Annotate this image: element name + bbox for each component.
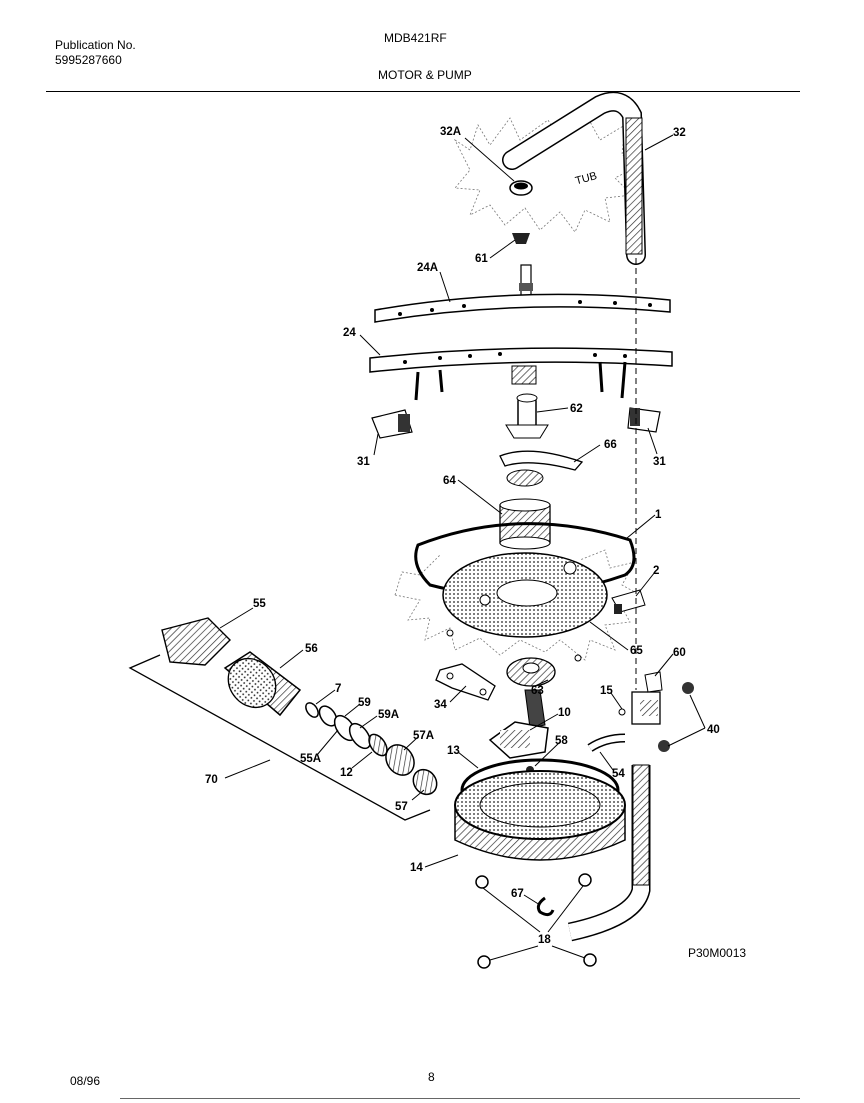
sump-gasket (414, 522, 636, 597)
float-bracket (611, 589, 646, 614)
callout-label: 34 (434, 699, 447, 711)
callout-label: 31 (357, 456, 370, 468)
spray-arm-clip-left (371, 409, 413, 439)
pump-impeller (385, 744, 415, 776)
callout-label: 7 (335, 683, 341, 695)
upper-water-tube (502, 91, 646, 265)
pump-base (454, 770, 626, 861)
publication-number: 5995287660 (55, 53, 122, 67)
leader-lines (219, 134, 706, 961)
callout-label: 56 (305, 643, 318, 655)
callout-label: 60 (673, 647, 686, 659)
callout-label: 2 (653, 565, 659, 577)
section-title: MOTOR & PUMP (378, 68, 472, 82)
callout-label: 24A (417, 262, 438, 274)
tub-outline-upper (453, 117, 641, 233)
grommets (475, 873, 597, 969)
callout-label: 32 (673, 127, 686, 139)
callout-label: 59 (358, 697, 371, 709)
plate-gasket (435, 663, 496, 701)
callout-label: 65 (630, 645, 643, 657)
drain-hose (587, 733, 626, 752)
motor-shaft-parts (305, 702, 438, 796)
callout-label: 54 (612, 768, 625, 780)
callouts: 32A 32 61 24A 24 62 31 31 66 64 1 2 55 5… (205, 126, 720, 946)
model-number: MDB421RF (384, 31, 447, 45)
shaft-washer (305, 702, 319, 718)
bracket-hose (536, 896, 555, 917)
drawing-code: P30M0013 (688, 946, 746, 960)
motor-assembly-bracket (128, 654, 431, 821)
callout-label: 66 (604, 439, 617, 451)
tube-nut (509, 180, 533, 196)
callout-label: 64 (443, 475, 456, 487)
callout-label: 55 (253, 598, 266, 610)
publication-label: Publication No. (55, 38, 136, 52)
lower-water-tube (567, 764, 651, 942)
callout-label: 57A (413, 730, 434, 742)
sump-screen (442, 552, 608, 662)
seal-spring (348, 722, 372, 750)
lower-spray-arm (369, 347, 673, 401)
pump-housing (488, 689, 549, 759)
spray-arm-support (505, 393, 549, 439)
grommet (477, 955, 491, 969)
callout-label: 59A (378, 709, 399, 721)
callout-label: 58 (555, 735, 568, 747)
callout-label: 62 (570, 403, 583, 415)
page-number: 8 (428, 1070, 435, 1084)
callout-label: 32A (440, 126, 461, 138)
motor (223, 651, 302, 717)
callout-label: 1 (655, 509, 662, 521)
callout-label: 61 (475, 253, 488, 265)
callout-label: 15 (600, 685, 613, 697)
grommet (475, 875, 489, 889)
footer-rule (120, 1098, 800, 1099)
tub-outline-lower (394, 549, 642, 661)
callout-label: 18 (538, 934, 551, 946)
callout-label: 55A (300, 753, 321, 765)
hose-clip (618, 708, 626, 716)
callout-label: 10 (558, 707, 571, 719)
seal-bracket (499, 450, 584, 487)
tub-label: TUB (574, 170, 598, 187)
callout-label: 63 (531, 685, 544, 697)
callout-label: 14 (410, 862, 423, 874)
spray-arm-clip-right (627, 407, 661, 433)
header-rule (46, 91, 800, 92)
drain-valve (631, 671, 663, 725)
upper-spray-arm (374, 264, 671, 323)
valve-clamp-upper (682, 682, 694, 694)
grommet (583, 953, 597, 967)
callout-label: 67 (511, 888, 524, 900)
callout-label: 70 (205, 774, 218, 786)
callout-label: 13 (447, 745, 460, 757)
grommet (578, 873, 592, 887)
callout-label: 40 (707, 724, 720, 736)
impeller-hub (368, 733, 388, 757)
callout-label: 31 (653, 456, 666, 468)
callout-label: 57 (395, 801, 408, 813)
drain-impeller (412, 768, 438, 796)
revision-date: 08/96 (70, 1074, 101, 1088)
valve-clamp-lower (658, 740, 670, 752)
callout-label: 24 (343, 327, 356, 339)
motor-end-bell (161, 617, 231, 666)
spray-arm-cap (512, 233, 530, 244)
chopper-impeller (506, 657, 556, 687)
callout-label: 12 (340, 767, 353, 779)
